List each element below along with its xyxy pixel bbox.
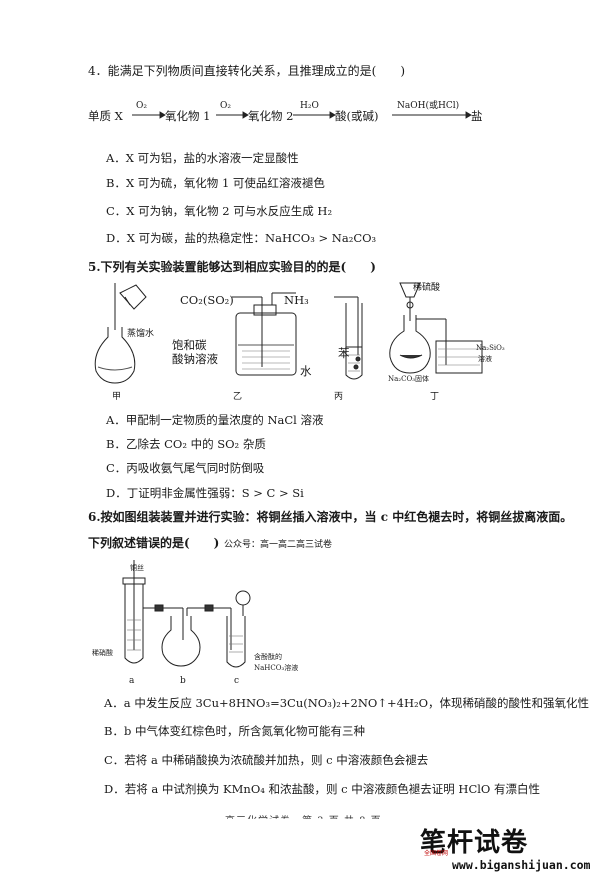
q6-stem-line2: 下列叙述错误的是( ): [88, 536, 220, 550]
q5-ding-solution-2: 溶液: [478, 355, 492, 363]
apparatus-ding: [389, 282, 483, 374]
q5-apparatus-figure: [94, 282, 483, 384]
apparatus-b: [161, 604, 231, 667]
q6-acid-label: 稀硝酸: [92, 649, 113, 657]
q4-option-d: D．X 可为碳，盐的热稳定性：NaHCO₃ > Na₂CO₃: [106, 231, 377, 245]
q6-option-d: D．若将 a 中试剂换为 KMnO₄ 和浓盐酸，则 c 中溶液颜色褪去证明 HC…: [104, 782, 541, 796]
q5-caption-ding: 丁: [430, 392, 440, 402]
q6-stem-line1: 6.按如图组装装置并进行实验：将铜丝插入溶液中，当 c 中红色褪去时，将铜丝拔离…: [88, 510, 573, 524]
q6-caption-a: a: [129, 676, 135, 686]
apparatus-bing: [334, 296, 363, 380]
q6-caption-c: c: [234, 676, 240, 686]
q6-option-a: A．a 中发生反应 3Cu+8HNO₃=3Cu(NO₃)₂+2NO↑+4H₂O，…: [104, 696, 590, 710]
chain-reagent-1: O₂: [136, 101, 147, 111]
watermark-url: www.biganshijuan.com: [452, 858, 591, 872]
watermark-brand: 笔杆试卷: [420, 828, 529, 858]
q6-c-label-2: NaHCO₃溶液: [254, 664, 299, 672]
q6-caption-b: b: [180, 676, 186, 686]
q5-yi-solution-1: 饱和碳: [172, 338, 207, 352]
q5-yi-gas: CO₂(SO₂): [180, 293, 234, 307]
q5-jia-reagent: 蒸馏水: [127, 329, 155, 339]
page-footer: 高三化学试卷 第 3 页 共 8 页: [225, 816, 382, 827]
q6-option-b: B．b 中气体变红棕色时，所含氮氧化物可能有三种: [104, 724, 365, 738]
q5-option-d: D．丁证明非金属性强弱：S > C > Si: [106, 486, 304, 500]
q6-apparatus-figure: [122, 560, 251, 668]
q5-option-a: A．甲配制一定物质的量浓度的 NaCl 溶液: [106, 413, 324, 427]
chain-reagent-4: NaOH(或HCl): [397, 101, 460, 111]
q6-option-c: C．若将 a 中稀硝酸换为浓硫酸并加热，则 c 中溶液颜色会褪去: [104, 753, 429, 767]
apparatus-a: [122, 560, 183, 664]
watermark-red-tag: 全国卷网: [424, 850, 449, 857]
q5-ding-acid: 稀硫酸: [413, 283, 441, 293]
q4-option-b: B．X 可为硫，氧化物 1 可使品红溶液褪色: [106, 176, 325, 190]
q5-caption-jia: 甲: [112, 392, 122, 402]
chain-reagent-2: O₂: [220, 101, 231, 111]
q5-yi-solution-2: 酸钠溶液: [172, 352, 218, 366]
apparatus-jia: [94, 283, 147, 384]
apparatus-c: [226, 590, 251, 668]
q6-copper-label: 铜丝: [130, 564, 144, 572]
q5-stem: 5.下列有关实验装置能够达到相应实验目的的是( ): [88, 260, 376, 274]
chain-arrows: [132, 111, 472, 119]
q6-stem-note: 公众号：高一高二高三试卷: [224, 540, 333, 550]
q5-ding-solution-1: Na₂SiO₃: [476, 344, 505, 352]
apparatus-yi: [232, 292, 297, 376]
q5-caption-bing: 丙: [334, 392, 344, 402]
chain-node-2: 氧化物 2: [248, 109, 294, 123]
q6-c-label-1: 含酚酞的: [254, 653, 282, 661]
q5-caption-yi: 乙: [233, 392, 243, 402]
q5-bing-water: 水: [300, 364, 312, 378]
chain-reagent-3: H₂O: [300, 101, 319, 111]
q4-stem: 4．能满足下列物质间直接转化关系，且推理成立的是( ): [88, 64, 406, 78]
q4-option-a: A．X 可为铝，盐的水溶液一定显酸性: [106, 151, 299, 165]
q5-option-b: B．乙除去 CO₂ 中的 SO₂ 杂质: [106, 437, 266, 451]
q5-bing-benzene: 苯: [338, 346, 350, 360]
chain-node-1: 氧化物 1: [165, 109, 211, 123]
q5-option-c: C．丙吸收氨气尾气同时防倒吸: [106, 461, 265, 475]
chain-node-3: 酸(或碱): [335, 109, 379, 123]
chain-start: 单质 X: [88, 109, 123, 123]
q5-bing-gas: NH₃: [284, 293, 309, 307]
q4-option-c: C．X 可为钠，氧化物 2 可与水反应生成 H₂: [106, 204, 333, 218]
chain-end: 盐: [471, 109, 483, 123]
q5-ding-solid: Na₂CO₃固体: [388, 375, 430, 383]
